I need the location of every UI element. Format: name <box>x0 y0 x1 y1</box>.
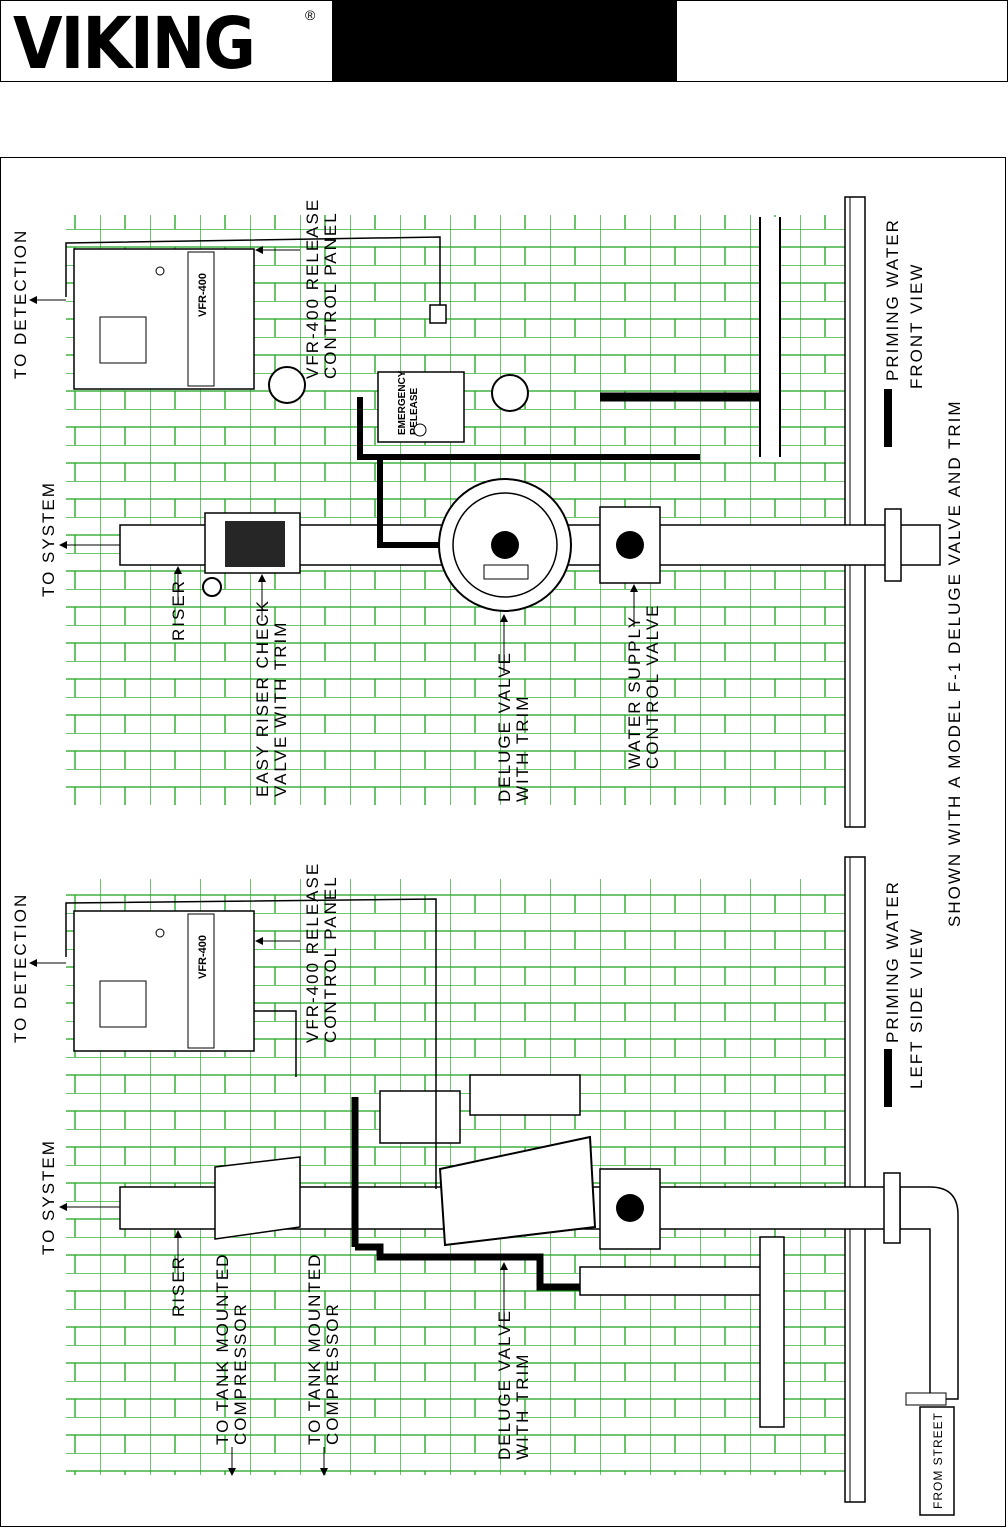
side-priming-line <box>355 1243 720 1291</box>
front-to-detection-label: TO DETECTION <box>11 229 30 379</box>
side-view-title: LEFT SIDE VIEW <box>907 927 926 1089</box>
front-view-title: FRONT VIEW <box>907 263 926 389</box>
front-panel-label-2: CONTROL PANEL <box>321 211 340 379</box>
side-panel-model: VFR-400 <box>197 935 209 979</box>
front-gauge-left <box>268 366 306 404</box>
viking-logo: VIKING ® <box>1 1 333 86</box>
front-deluge-label-1: DELUGE VALVE <box>495 651 514 802</box>
brand-wordmark: VIKING <box>13 3 256 86</box>
front-supply-label-1: WATER SUPPLY <box>625 615 644 769</box>
side-panel-label-2: CONTROL PANEL <box>321 875 340 1043</box>
caption: SHOWN WITH A MODEL F-1 DELUGE VALVE AND … <box>945 399 964 927</box>
header: VIKING ® <box>0 0 1008 86</box>
emergency-label-1: EMERGENCY <box>397 370 408 435</box>
side-deluge-valve <box>438 1135 597 1247</box>
side-compressor2-label-2: COMPRESSOR <box>323 1302 342 1445</box>
registered-mark: ® <box>305 7 316 23</box>
front-to-system-label: TO SYSTEM <box>39 481 58 597</box>
front-supply-valve-handwheel <box>616 531 644 559</box>
front-panel-model: VFR-400 <box>197 273 209 317</box>
side-legend-label: PRIMING WATER <box>883 880 902 1043</box>
front-legend-label: PRIMING WATER <box>883 218 902 381</box>
side-compressor1-label-2: COMPRESSOR <box>231 1302 250 1445</box>
front-floor <box>844 196 866 828</box>
side-riser-label: RISER <box>169 1255 188 1317</box>
front-legend-swatch <box>884 389 892 447</box>
front-check-label-2: VALVE WITH TRIM <box>271 621 290 797</box>
front-view: EMERGENCY RELEASE VFR-400 TO DETECTION V… <box>11 196 964 927</box>
emergency-label-2: RELEASE <box>409 387 420 435</box>
side-legend-swatch <box>884 1049 892 1107</box>
drawing-frame <box>0 157 1006 1527</box>
side-check-valve <box>214 1156 301 1240</box>
front-check-label-1: EASY RISER CHECK <box>253 599 272 797</box>
front-panel-label-1: VFR-400 RELEASE <box>303 198 322 379</box>
header-black-band <box>333 1 677 81</box>
side-deluge-label-1: DELUGE VALVE <box>495 1309 514 1460</box>
side-to-detection-label: TO DETECTION <box>11 893 30 1043</box>
piping-diagram: EMERGENCY RELEASE VFR-400 TO DETECTION V… <box>11 196 964 1516</box>
front-gauge-right <box>491 374 529 412</box>
side-panel-label-1: VFR-400 RELEASE <box>303 862 322 1043</box>
side-deluge-label-2: WITH TRIM <box>513 1353 532 1460</box>
side-floor <box>844 856 866 1503</box>
side-compressor1-label-1: TO TANK MOUNTED <box>213 1253 232 1445</box>
side-view: VFR-400 TO DETECTION VFR-400 RELEASE CON… <box>11 856 959 1516</box>
front-deluge-label-2: WITH TRIM <box>513 695 532 802</box>
from-street-box <box>919 1406 955 1516</box>
side-street-elbow <box>899 1186 959 1400</box>
front-supply-label-2: CONTROL VALVE <box>643 604 662 770</box>
front-riser-label: RISER <box>169 579 188 641</box>
side-compressor2-label-1: TO TANK MOUNTED <box>305 1253 324 1445</box>
header-blank-cell <box>677 1 1007 81</box>
from-street-label: FROM STREET <box>931 1412 945 1509</box>
side-to-system-label: TO SYSTEM <box>39 1139 58 1255</box>
front-riser-gauge <box>202 577 222 597</box>
